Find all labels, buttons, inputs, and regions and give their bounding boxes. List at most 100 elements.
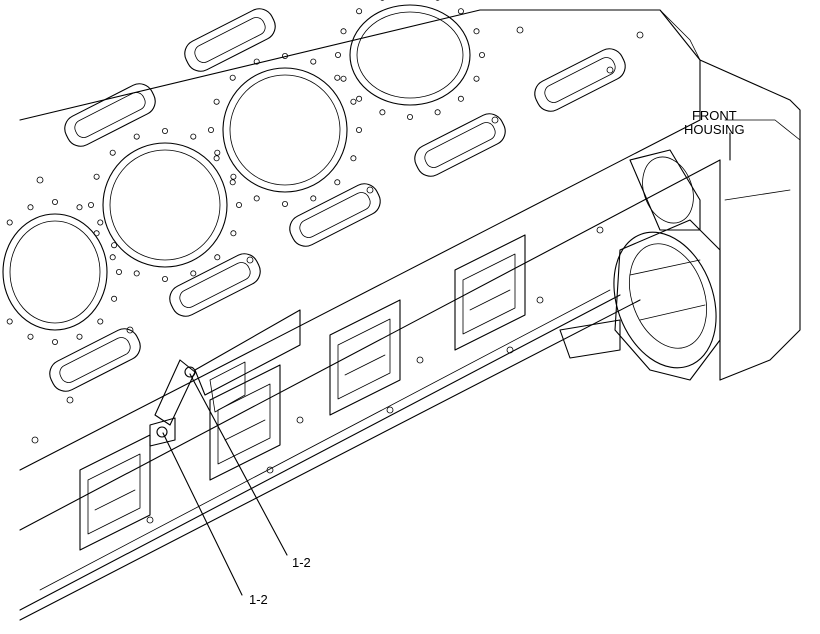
bolt-hole — [310, 58, 317, 65]
bolt-head-upper — [184, 366, 196, 378]
bolt-hole — [253, 195, 260, 202]
cylinder-bore-1 — [2, 198, 123, 345]
bolt-hole — [133, 133, 140, 140]
bolt-hole — [506, 346, 514, 354]
bolt-hole — [230, 173, 237, 180]
bolt-hole — [355, 127, 362, 134]
bolt-hole — [213, 155, 220, 162]
port-opening-7 — [184, 8, 276, 72]
bolt-hole — [97, 219, 104, 226]
bolt-hole — [230, 230, 237, 237]
bolt-hole — [478, 52, 485, 59]
bolt-hole — [111, 242, 118, 249]
cylinder-bore-4 — [334, 0, 485, 121]
bolt-hole — [281, 53, 288, 60]
bolt-hole — [457, 95, 464, 102]
bolt-hole — [161, 127, 168, 134]
bolt-hole — [109, 254, 116, 261]
bolt-hole — [473, 75, 480, 82]
bolt-hole — [52, 198, 59, 205]
bolt-hole — [133, 270, 140, 277]
bolt-hole — [214, 149, 221, 156]
bolt-hole — [350, 155, 357, 162]
bolt-hole — [66, 396, 74, 404]
crankcase-window-3 — [329, 299, 401, 416]
bolt-hole — [366, 186, 374, 194]
bolt-hole — [93, 230, 100, 237]
bolt-hole — [473, 28, 480, 35]
bolt-hole — [93, 173, 100, 180]
bolt-hole — [266, 466, 274, 474]
front-housing-label-line1: FRONT — [691, 108, 737, 123]
bolt-hole — [340, 75, 347, 82]
bolt-hole — [109, 149, 116, 156]
bolt-hole — [281, 200, 288, 207]
crankcase-window-2 — [209, 364, 281, 481]
bolt-hole — [334, 179, 341, 186]
bolt-hole — [416, 356, 424, 364]
callout-1-2-lower: 1-2 — [249, 592, 268, 607]
bolt-hole — [126, 326, 134, 334]
bolt-hole — [116, 268, 123, 275]
bolt-hole — [27, 204, 34, 211]
port-opening-6 — [64, 83, 156, 147]
bolt-hole — [536, 296, 544, 304]
bolt-hole — [111, 295, 118, 302]
bolt-hole — [386, 406, 394, 414]
front-housing-label-line2: HOUSING — [684, 122, 745, 137]
port-opening-3 — [289, 183, 381, 247]
bolt-hole — [310, 195, 317, 202]
bolt-hole — [36, 176, 44, 184]
cylinder-bore-2 — [88, 127, 242, 282]
bolt-hole — [76, 333, 83, 340]
bolt-hole — [350, 98, 357, 105]
bolt-hole — [52, 338, 59, 345]
bolt-hole — [6, 219, 13, 226]
bolt-hole — [356, 8, 363, 15]
bolt-hole — [596, 226, 604, 234]
cylinder-bores — [2, 0, 485, 345]
bolt-hole — [606, 66, 614, 74]
bolt-head-lower — [156, 426, 168, 438]
bolt-hole — [229, 74, 236, 81]
crankcase-window-1 — [79, 434, 151, 551]
bolt-hole — [213, 98, 220, 105]
bolt-hole — [97, 318, 104, 325]
bolt-hole — [76, 204, 83, 211]
block-outline — [19, 9, 801, 621]
bolt-hole — [406, 114, 413, 121]
callout-1-2-upper: 1-2 — [292, 555, 311, 570]
bolt-hole — [340, 28, 347, 35]
bolt-hole — [190, 133, 197, 140]
bolt-hole — [246, 256, 254, 264]
bolt-hole — [190, 270, 197, 277]
port-openings — [49, 8, 626, 392]
port-opening-2 — [169, 253, 261, 317]
bolt-hole — [296, 416, 304, 424]
leader-line-upper — [189, 373, 288, 556]
bolt-hole — [31, 436, 39, 444]
bolt-hole — [207, 127, 214, 134]
bolt-hole — [334, 74, 341, 81]
bolt-hole — [356, 95, 363, 102]
bolt-hole — [636, 31, 644, 39]
port-opening-5 — [534, 48, 626, 112]
bolt-hole — [516, 26, 524, 34]
leader-line-lower — [162, 432, 243, 596]
bolt-hole — [27, 333, 34, 340]
bolt-hole — [434, 109, 441, 116]
callout-leaders — [162, 132, 731, 596]
bolt-hole — [214, 254, 221, 261]
bolt-hole — [161, 275, 168, 282]
bolt-hole — [253, 58, 260, 65]
bolt-hole — [146, 516, 154, 524]
bolt-hole — [229, 179, 236, 186]
bolt-hole — [235, 201, 242, 208]
bolt-holes — [31, 26, 644, 524]
front-housing — [559, 119, 801, 381]
bolt-hole — [88, 201, 95, 208]
front-housing-label: FRONT HOUSING — [684, 109, 745, 137]
bolt-hole — [334, 52, 341, 59]
